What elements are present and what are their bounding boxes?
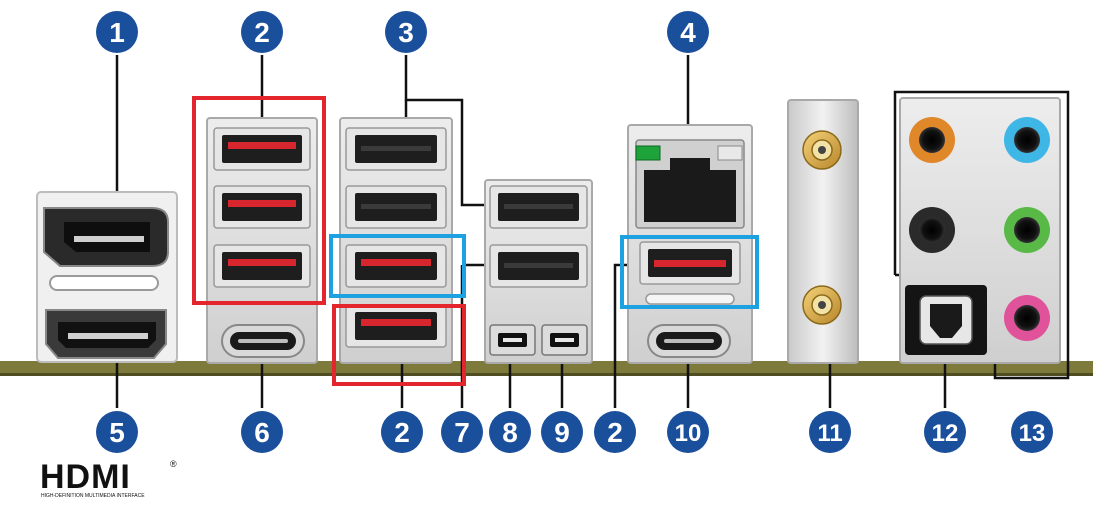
callout-12: 12: [924, 411, 966, 453]
bottom-callouts: 5 6 2 7 8 9 2 10: [96, 411, 1053, 453]
callout-9: 9: [541, 411, 583, 453]
hdmi-wordmark: HDMI: [40, 458, 131, 496]
usb-a-port-icon: [489, 244, 588, 288]
callout-label: 5: [109, 417, 125, 448]
callout-6: 6: [241, 411, 283, 453]
displayport-port-icon: [43, 207, 169, 267]
usb-a-port-icon: [213, 185, 311, 229]
callout-11: 11: [809, 411, 851, 453]
usb-a-port-icon: [213, 244, 311, 288]
audio-block: [899, 97, 1061, 364]
hdmi-logo: HDMI ® HIGH-DEFINITION MULTIMEDIA INTERF…: [40, 458, 177, 499]
usb-a-port-icon: [345, 127, 447, 171]
bios-flashback-button-icon: [541, 324, 588, 356]
antenna-connector-icon: [802, 285, 842, 325]
callout-label: 9: [554, 417, 570, 448]
callout-8: 8: [489, 411, 531, 453]
rj45-port-icon: [635, 139, 745, 229]
callout-3: 3: [385, 11, 427, 53]
callout-10: 10: [667, 411, 709, 453]
usb-c-port-icon: [647, 324, 731, 358]
callout-label: 10: [675, 420, 702, 447]
callout-13: 13: [1011, 411, 1053, 453]
callout-7: 7: [441, 411, 483, 453]
usb-a-port-icon: [345, 244, 447, 288]
audio-jack-icon: [909, 207, 955, 253]
usb-c-port-icon: [221, 324, 305, 358]
callout-label: 2: [254, 17, 270, 48]
callout-label: 4: [680, 17, 696, 48]
lan-usb-block: [627, 124, 753, 364]
usb-a-port-icon: [345, 304, 447, 348]
usb-a-port-icon: [213, 127, 311, 171]
usb-a-port-icon: [639, 241, 741, 285]
usb-stack-middle: [339, 117, 453, 364]
red-highlight-left: [192, 96, 326, 305]
audio-jack-icon: [909, 117, 955, 163]
hdmi-registered-mark: ®: [170, 459, 177, 469]
callout-label: 12: [932, 420, 959, 447]
usb-stack-right: [484, 179, 593, 364]
top-callouts: 1 2 3 4: [96, 11, 709, 53]
usb-stack-left: [206, 117, 318, 364]
callout-label: 7: [454, 417, 470, 448]
callout-label: 1: [109, 17, 125, 48]
usb-a-port-icon: [345, 185, 447, 229]
callout-2: 2: [381, 411, 423, 453]
callout-1: 1: [96, 11, 138, 53]
callout-label: 2: [607, 417, 623, 448]
highlight-boxes: [192, 96, 759, 386]
audio-jack-icon: [1004, 295, 1050, 341]
motherboard-edge: [0, 361, 1093, 375]
hdmi-tagline: HIGH-DEFINITION MULTIMEDIA INTERFACE: [41, 493, 145, 499]
hdmi-port-icon: [45, 309, 167, 359]
callout-label: 8: [502, 417, 518, 448]
optical-spdif-icon: [905, 285, 987, 355]
callout-2: 2: [241, 11, 283, 53]
usb-label-strip: [645, 293, 735, 305]
wifi-antenna-bracket: [787, 99, 859, 364]
callout-label: 3: [398, 17, 414, 48]
usb-a-port-icon: [489, 185, 588, 229]
callout-label: 11: [817, 420, 842, 447]
audio-jack-icon: [1004, 117, 1050, 163]
blue-highlight-middle: [329, 234, 466, 298]
callout-5: 5: [96, 411, 138, 453]
blue-highlight-lan: [620, 235, 759, 309]
displayport-hdmi-block: [36, 191, 178, 363]
callout-label: 6: [254, 417, 270, 448]
port-divider: [49, 275, 159, 291]
antenna-connector-icon: [802, 130, 842, 170]
clear-cmos-button-icon: [489, 324, 536, 356]
callout-label: 2: [394, 417, 410, 448]
callout-label: 13: [1019, 420, 1046, 447]
red-highlight-middle: [332, 304, 466, 386]
callout-4: 4: [667, 11, 709, 53]
motherboard-edge-shadow: [0, 373, 1093, 376]
audio-jack-icon: [1004, 207, 1050, 253]
callout-2: 2: [594, 411, 636, 453]
